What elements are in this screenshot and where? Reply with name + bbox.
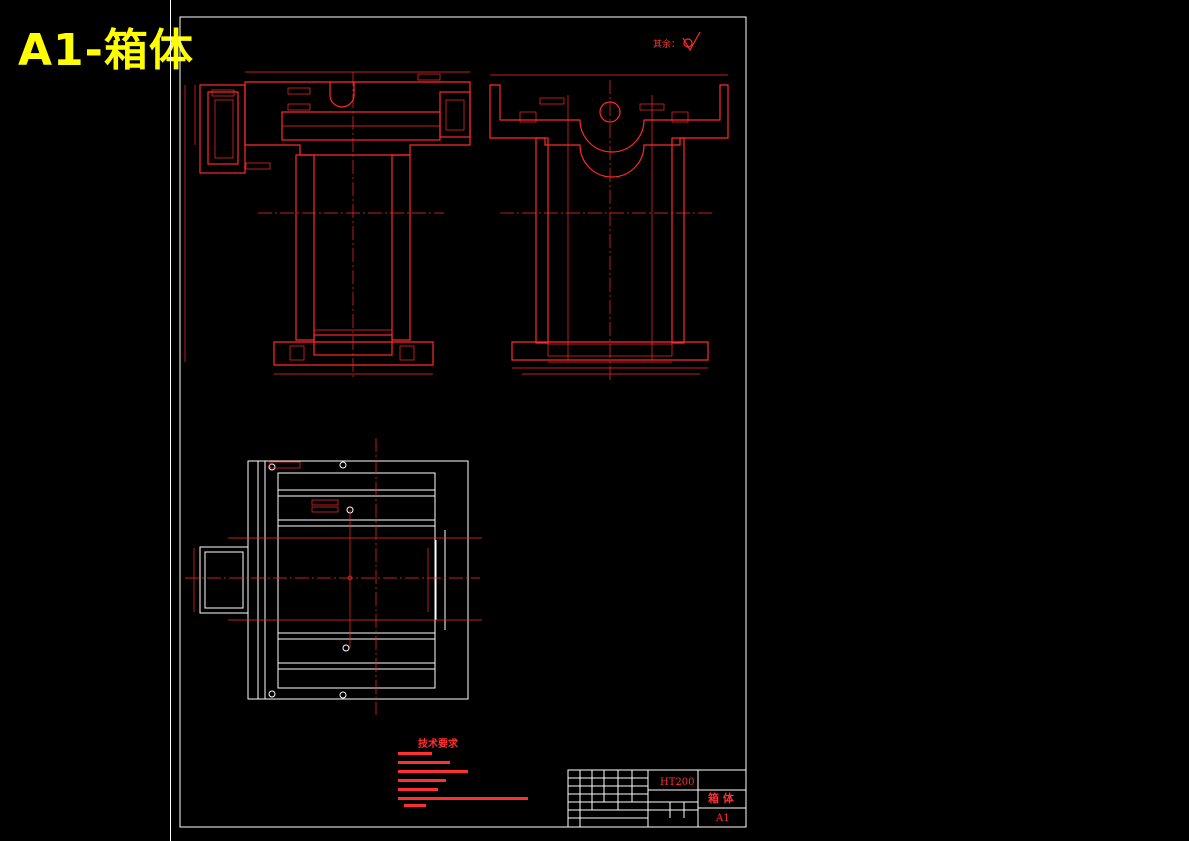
drawing-title: A1-箱体 [18, 25, 194, 76]
side-section-view [489, 74, 729, 380]
technical-requirements: 技术要求 [398, 737, 528, 807]
sheet-left-border [170, 0, 171, 841]
req-line-6 [398, 797, 528, 800]
front-section-view [184, 71, 471, 380]
part-name-text: 箱 体 [708, 791, 735, 805]
sheet-size-text: A1 [715, 813, 730, 824]
req-line-7 [404, 804, 426, 807]
tech-req-title: 技术要求 [418, 737, 459, 750]
title-block: HT200 箱 体 A1 [567, 769, 747, 828]
req-line-4 [398, 779, 446, 782]
req-line-2 [398, 761, 450, 764]
material-text: HT200 [660, 777, 694, 788]
req-line-5 [398, 788, 438, 791]
roughness-symbol: 其余： [653, 31, 701, 52]
req-line-1 [398, 752, 432, 755]
drawing-frame [179, 16, 747, 828]
req-line-3 [398, 770, 468, 773]
top-plan-view [185, 438, 482, 715]
roughness-label: 其余： [653, 38, 680, 50]
